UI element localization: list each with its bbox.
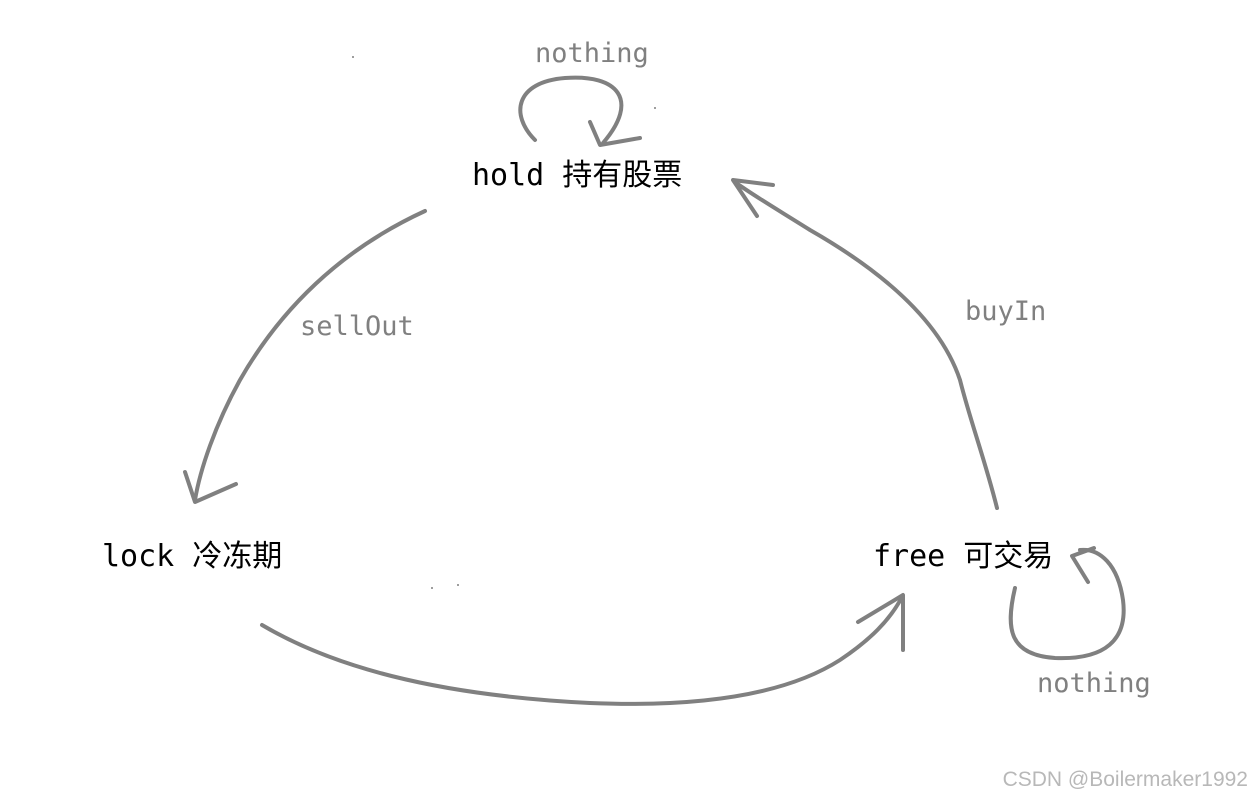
watermark: CSDN @Boilermaker1992: [1002, 768, 1248, 791]
state-free: free 可交易: [873, 539, 1053, 574]
label-free-self: nothing: [1037, 668, 1151, 699]
state-hold: hold 持有股票: [472, 158, 682, 193]
edge-hold-to-lock: [183, 209, 427, 504]
edge-free-self: [1008, 546, 1126, 661]
edge-hold-self: [518, 75, 642, 147]
speck-dots: [352, 56, 656, 589]
state-lock: lock 冷冻期: [102, 539, 282, 574]
label-buyin: buyIn: [965, 296, 1046, 327]
label-hold-self: nothing: [535, 38, 649, 69]
edge-free-to-hold: [731, 178, 999, 510]
edge-lock-to-free: [260, 593, 905, 706]
label-sellout: sellOut: [300, 311, 414, 342]
